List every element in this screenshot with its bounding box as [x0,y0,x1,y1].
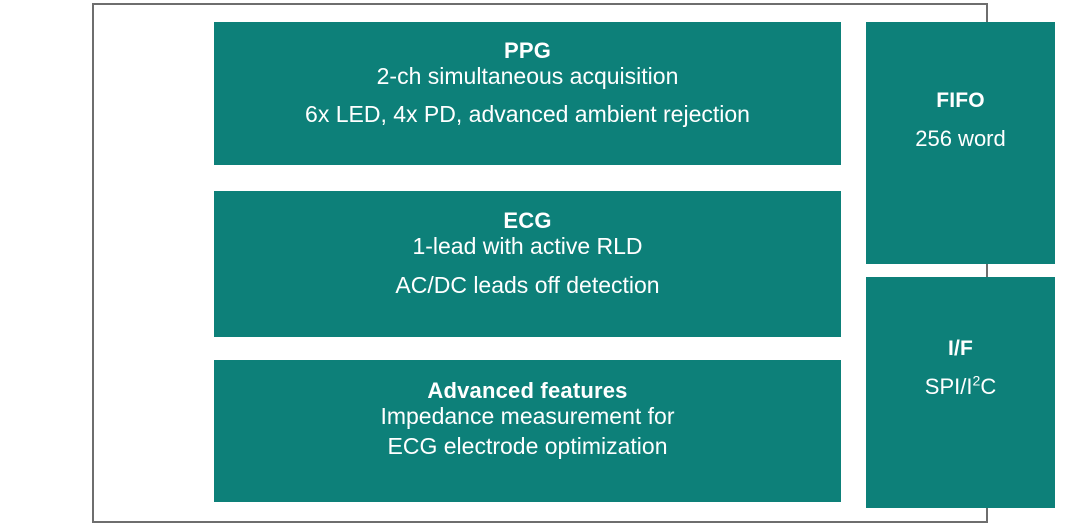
block-ecg-line-2: AC/DC leads off detection [395,271,660,298]
block-interface-protocol-suffix: C [980,374,997,400]
block-ecg: ECG 1-lead with active RLD AC/DC leads o… [214,191,841,337]
block-interface-protocol-prefix: SPI/I [924,374,973,400]
block-interface: I/F SPI/I2C [866,277,1055,508]
block-ppg-title: PPG [503,38,552,63]
block-advanced-features-line-1: Impedance measurement for [380,403,675,430]
block-interface-protocol-superscript: 2 [972,372,981,389]
block-fifo: FIFO 256 word [866,22,1055,264]
diagram-frame: PPG 2-ch simultaneous acquisition 6x LED… [92,3,1055,523]
block-advanced-features: Advanced features Impedance measurement … [214,360,841,502]
block-ppg-line-1: 2-ch simultaneous acquisition [376,63,679,90]
block-ppg: PPG 2-ch simultaneous acquisition 6x LED… [214,22,841,165]
block-fifo-title: FIFO [936,89,985,112]
block-ppg-line-2: 6x LED, 4x PD, advanced ambient rejectio… [305,100,750,127]
block-fifo-line-1: 256 word [915,126,1006,152]
block-advanced-features-title: Advanced features [427,378,628,403]
block-interface-title: I/F [947,337,974,360]
block-ecg-title: ECG [503,208,552,233]
block-advanced-features-line-2: ECG electrode optimization [387,432,668,459]
block-ecg-line-1: 1-lead with active RLD [412,233,643,260]
block-interface-line-1: SPI/I2C [925,374,996,399]
